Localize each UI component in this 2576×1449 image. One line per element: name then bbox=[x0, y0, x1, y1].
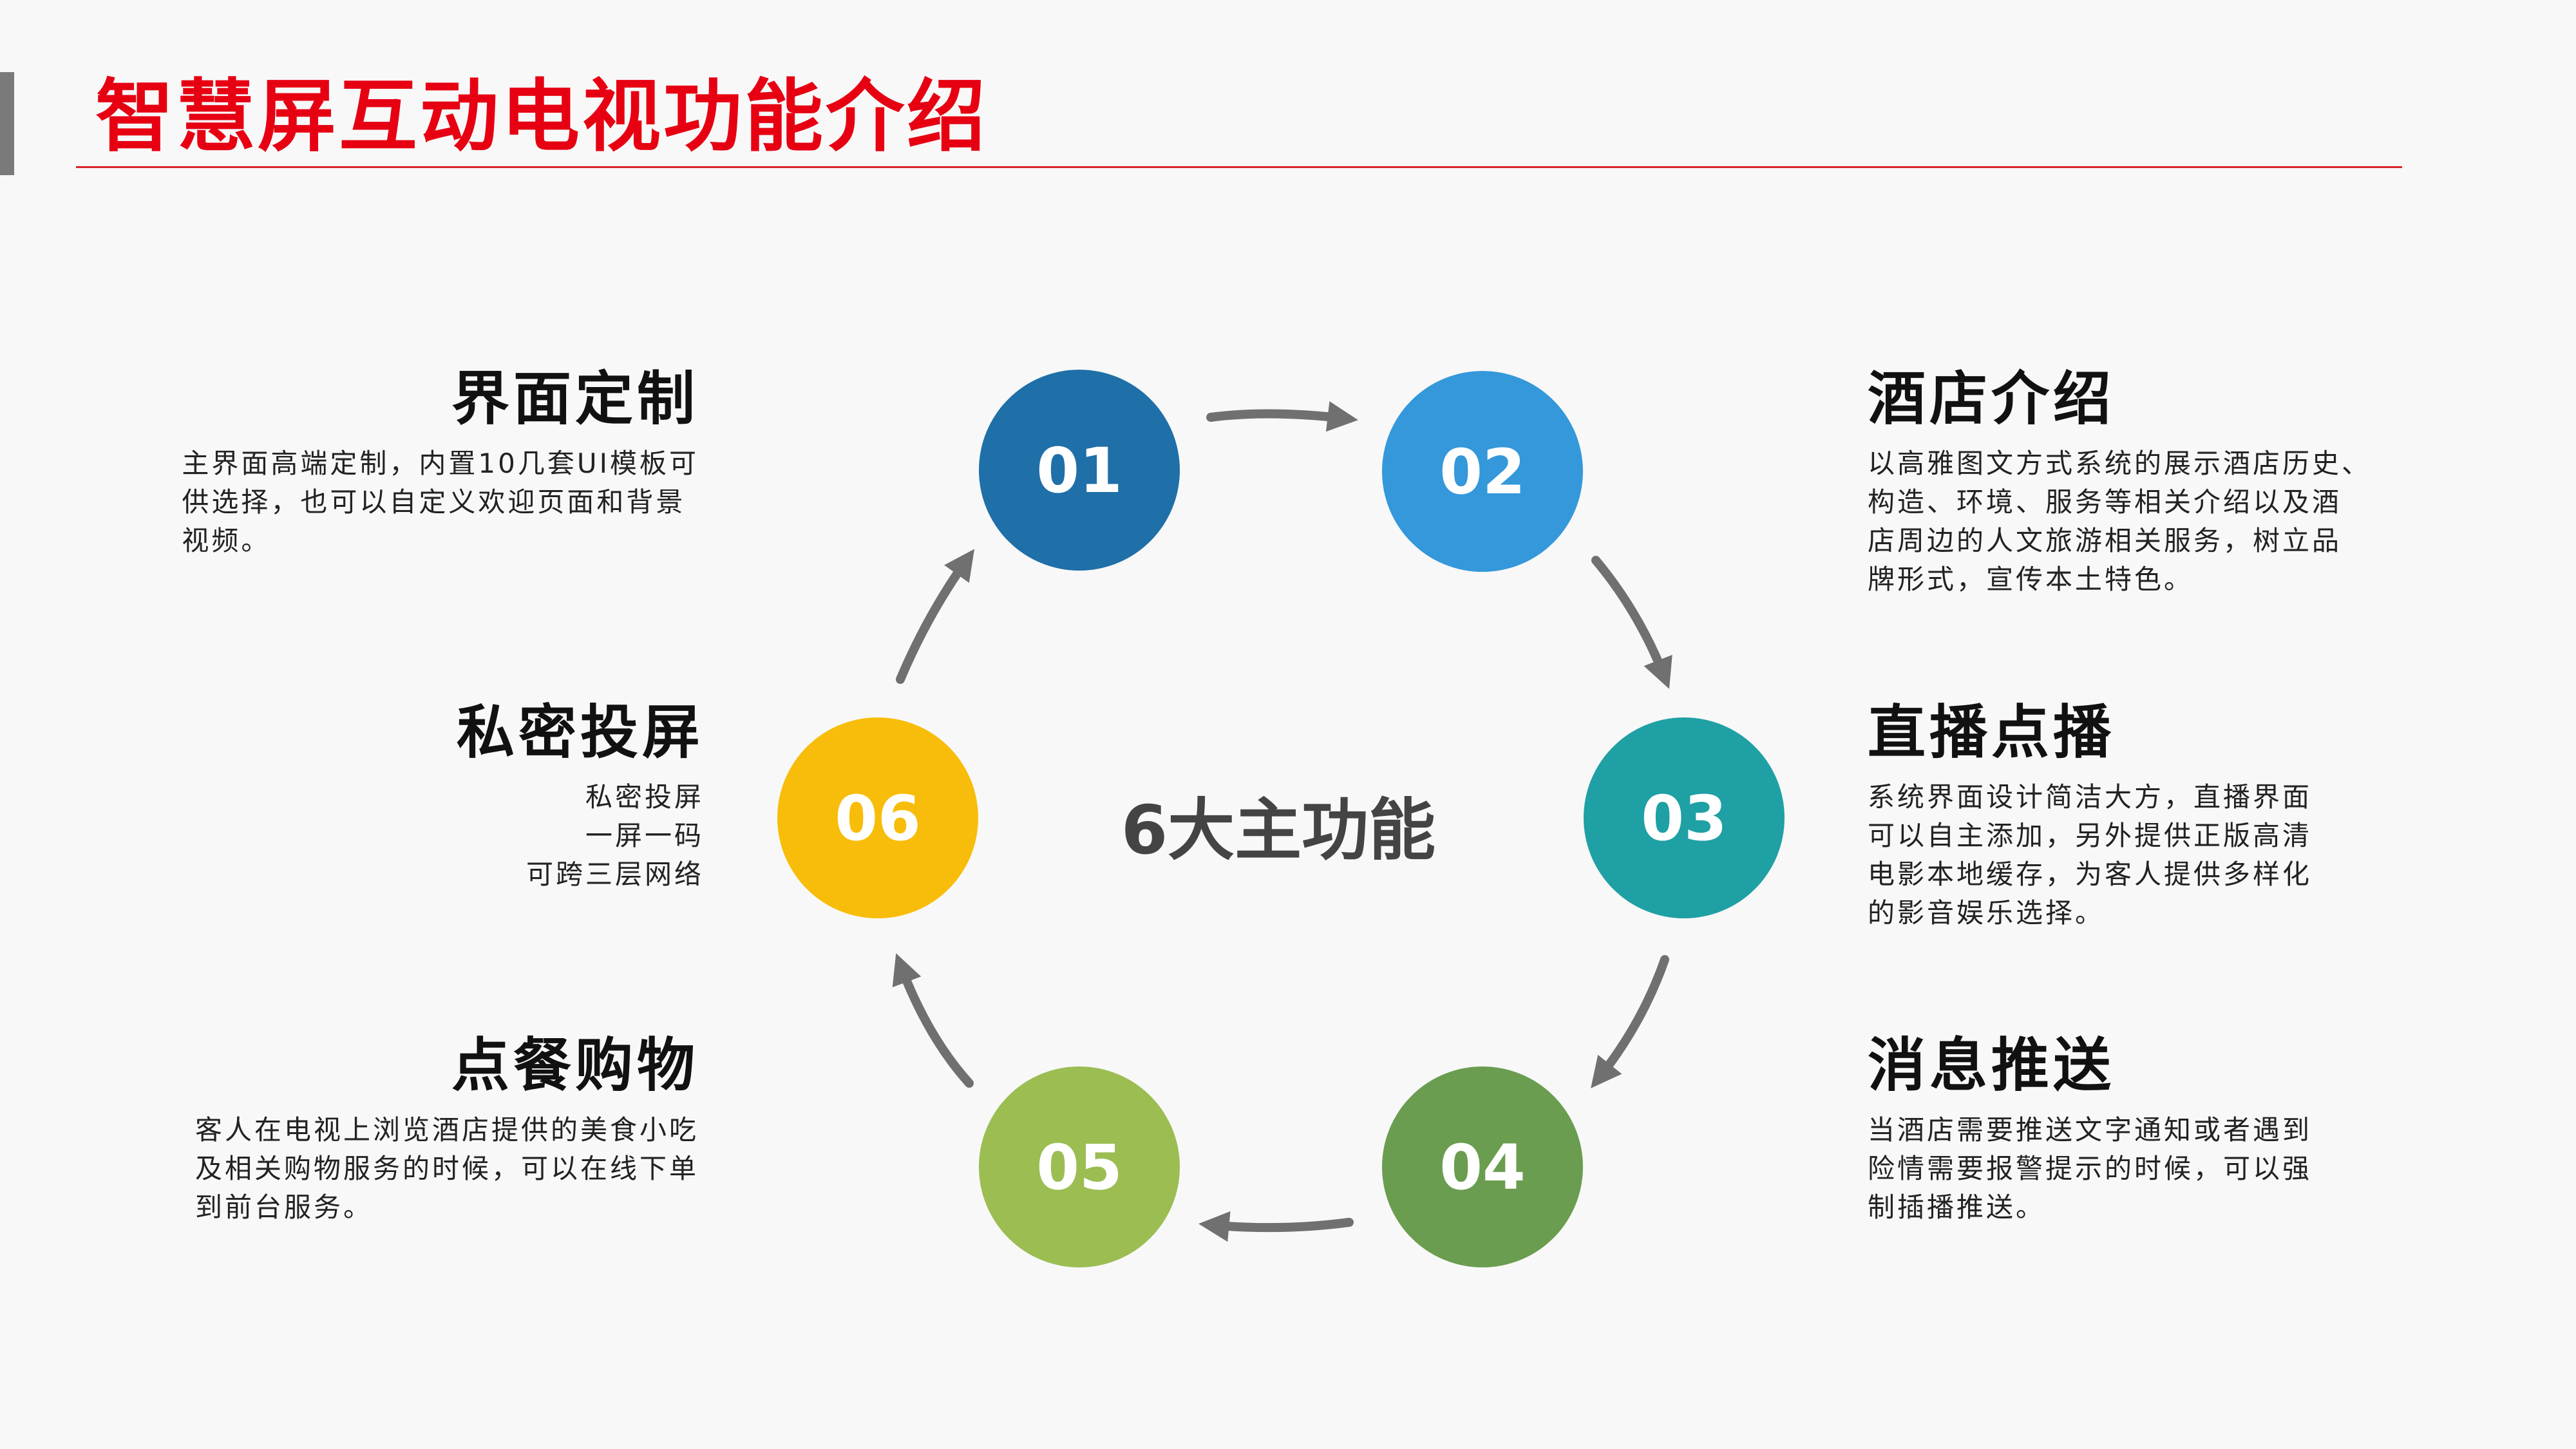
description-line: 系统界面设计简洁大方，直播界面 bbox=[1868, 781, 2313, 813]
step-04-number: 04 bbox=[1439, 1132, 1526, 1204]
description-line: 当酒店需要推送文字通知或者遇到 bbox=[1868, 1114, 2313, 1146]
description-line: 可跨三层网络 bbox=[526, 858, 704, 890]
feature-heading: 直播点播 bbox=[1868, 699, 2115, 766]
step-04-circle bbox=[1382, 1066, 1583, 1267]
step-01-circle bbox=[979, 370, 1180, 571]
step-05-circle bbox=[979, 1066, 1180, 1267]
step-02-circle bbox=[1382, 371, 1583, 572]
description-line: 制插播推送。 bbox=[1868, 1191, 2046, 1223]
title-underline bbox=[76, 166, 2402, 168]
description-line: 私密投屏 bbox=[585, 781, 704, 813]
arrow-01-to-02 bbox=[1206, 401, 1358, 432]
step-06-circle bbox=[777, 717, 978, 918]
feature-hotel-intro: 酒店介绍 以高雅图文方式系统的展示酒店历史、 构造、环境、服务等相关介绍以及酒 … bbox=[1868, 361, 2371, 599]
description-line: 可以自主添加，另外提供正版高清 bbox=[1868, 820, 2313, 851]
description-line: 一屏一码 bbox=[585, 820, 704, 851]
description-line: 的影音娱乐选择。 bbox=[1868, 897, 2105, 929]
feature-description: 当酒店需要推送文字通知或者遇到 险情需要报警提示的时候，可以强 制插播推送。 bbox=[1868, 1111, 2312, 1227]
step-05-number: 05 bbox=[1036, 1132, 1122, 1204]
description-line: 电影本地缓存，为客人提供多样化 bbox=[1868, 858, 2313, 890]
feature-heading: 私密投屏 bbox=[457, 699, 704, 766]
arrow-02-to-03 bbox=[1591, 556, 1672, 689]
feature-heading: 点餐购物 bbox=[451, 1032, 699, 1099]
feature-description: 主界面高端定制，内置10几套UI模板可 供选择，也可以自定义欢迎页面和背景 视频… bbox=[182, 444, 699, 560]
description-line: 及相关购物服务的时候，可以在线下单 bbox=[194, 1153, 699, 1184]
feature-private-cast: 私密投屏 私密投屏 一屏一码 可跨三层网络 bbox=[457, 694, 704, 894]
description-line: 以高雅图文方式系统的展示酒店历史、 bbox=[1868, 448, 2372, 479]
step-03: 03 bbox=[1584, 717, 1785, 918]
arrow-05-to-06 bbox=[892, 953, 974, 1088]
arrow-03-to-04 bbox=[1591, 955, 1669, 1088]
description-line: 主界面高端定制，内置10几套UI模板可 bbox=[182, 448, 699, 479]
description-line: 牌形式，宣传本土特色。 bbox=[1868, 564, 2194, 595]
arrow-04-to-05 bbox=[1198, 1211, 1354, 1242]
feature-heading: 界面定制 bbox=[451, 365, 699, 433]
step-06: 06 bbox=[777, 717, 978, 918]
description-line: 构造、环境、服务等相关介绍以及酒 bbox=[1868, 486, 2342, 518]
feature-live-vod: 直播点播 系统界面设计简洁大方，直播界面 可以自主添加，另外提供正版高清 电影本… bbox=[1868, 694, 2312, 933]
description-line: 客人在电视上浏览酒店提供的美食小吃 bbox=[194, 1114, 699, 1146]
step-03-circle bbox=[1584, 717, 1785, 918]
feature-ordering: 点餐购物 客人在电视上浏览酒店提供的美食小吃 及相关购物服务的时候，可以在线下单… bbox=[195, 1027, 699, 1227]
step-01: 01 bbox=[979, 370, 1180, 571]
description-line: 视频。 bbox=[182, 525, 271, 556]
description-line: 供选择，也可以自定义欢迎页面和背景 bbox=[182, 486, 686, 518]
step-04: 04 bbox=[1382, 1066, 1583, 1267]
step-02: 02 bbox=[1382, 371, 1583, 572]
title-accent-bar bbox=[0, 72, 14, 175]
step-01-number: 01 bbox=[1036, 435, 1122, 507]
arrow-06-to-01 bbox=[896, 549, 975, 684]
feature-ui-custom: 界面定制 主界面高端定制，内置10几套UI模板可 供选择，也可以自定义欢迎页面和… bbox=[182, 361, 699, 560]
feature-message-push: 消息推送 当酒店需要推送文字通知或者遇到 险情需要报警提示的时候，可以强 制插播… bbox=[1868, 1027, 2312, 1227]
feature-description: 以高雅图文方式系统的展示酒店历史、 构造、环境、服务等相关介绍以及酒 店周边的人… bbox=[1868, 444, 2371, 599]
step-02-number: 02 bbox=[1439, 436, 1526, 508]
description-line: 险情需要报警提示的时候，可以强 bbox=[1868, 1153, 2313, 1184]
step-03-number: 03 bbox=[1641, 782, 1727, 855]
description-line: 到前台服务。 bbox=[194, 1191, 373, 1223]
description-line: 店周边的人文旅游相关服务，树立品 bbox=[1868, 525, 2342, 556]
center-label: 6大主功能 bbox=[1121, 791, 1435, 869]
feature-description: 系统界面设计简洁大方，直播界面 可以自主添加，另外提供正版高清 电影本地缓存，为… bbox=[1868, 778, 2312, 933]
step-05: 05 bbox=[979, 1066, 1180, 1267]
feature-heading: 消息推送 bbox=[1868, 1032, 2115, 1099]
feature-heading: 酒店介绍 bbox=[1868, 365, 2115, 433]
feature-description: 客人在电视上浏览酒店提供的美食小吃 及相关购物服务的时候，可以在线下单 到前台服… bbox=[195, 1111, 699, 1227]
feature-description: 私密投屏 一屏一码 可跨三层网络 bbox=[457, 778, 704, 894]
page-title: 智慧屏互动电视功能介绍 bbox=[95, 71, 988, 162]
step-06-number: 06 bbox=[835, 782, 921, 855]
